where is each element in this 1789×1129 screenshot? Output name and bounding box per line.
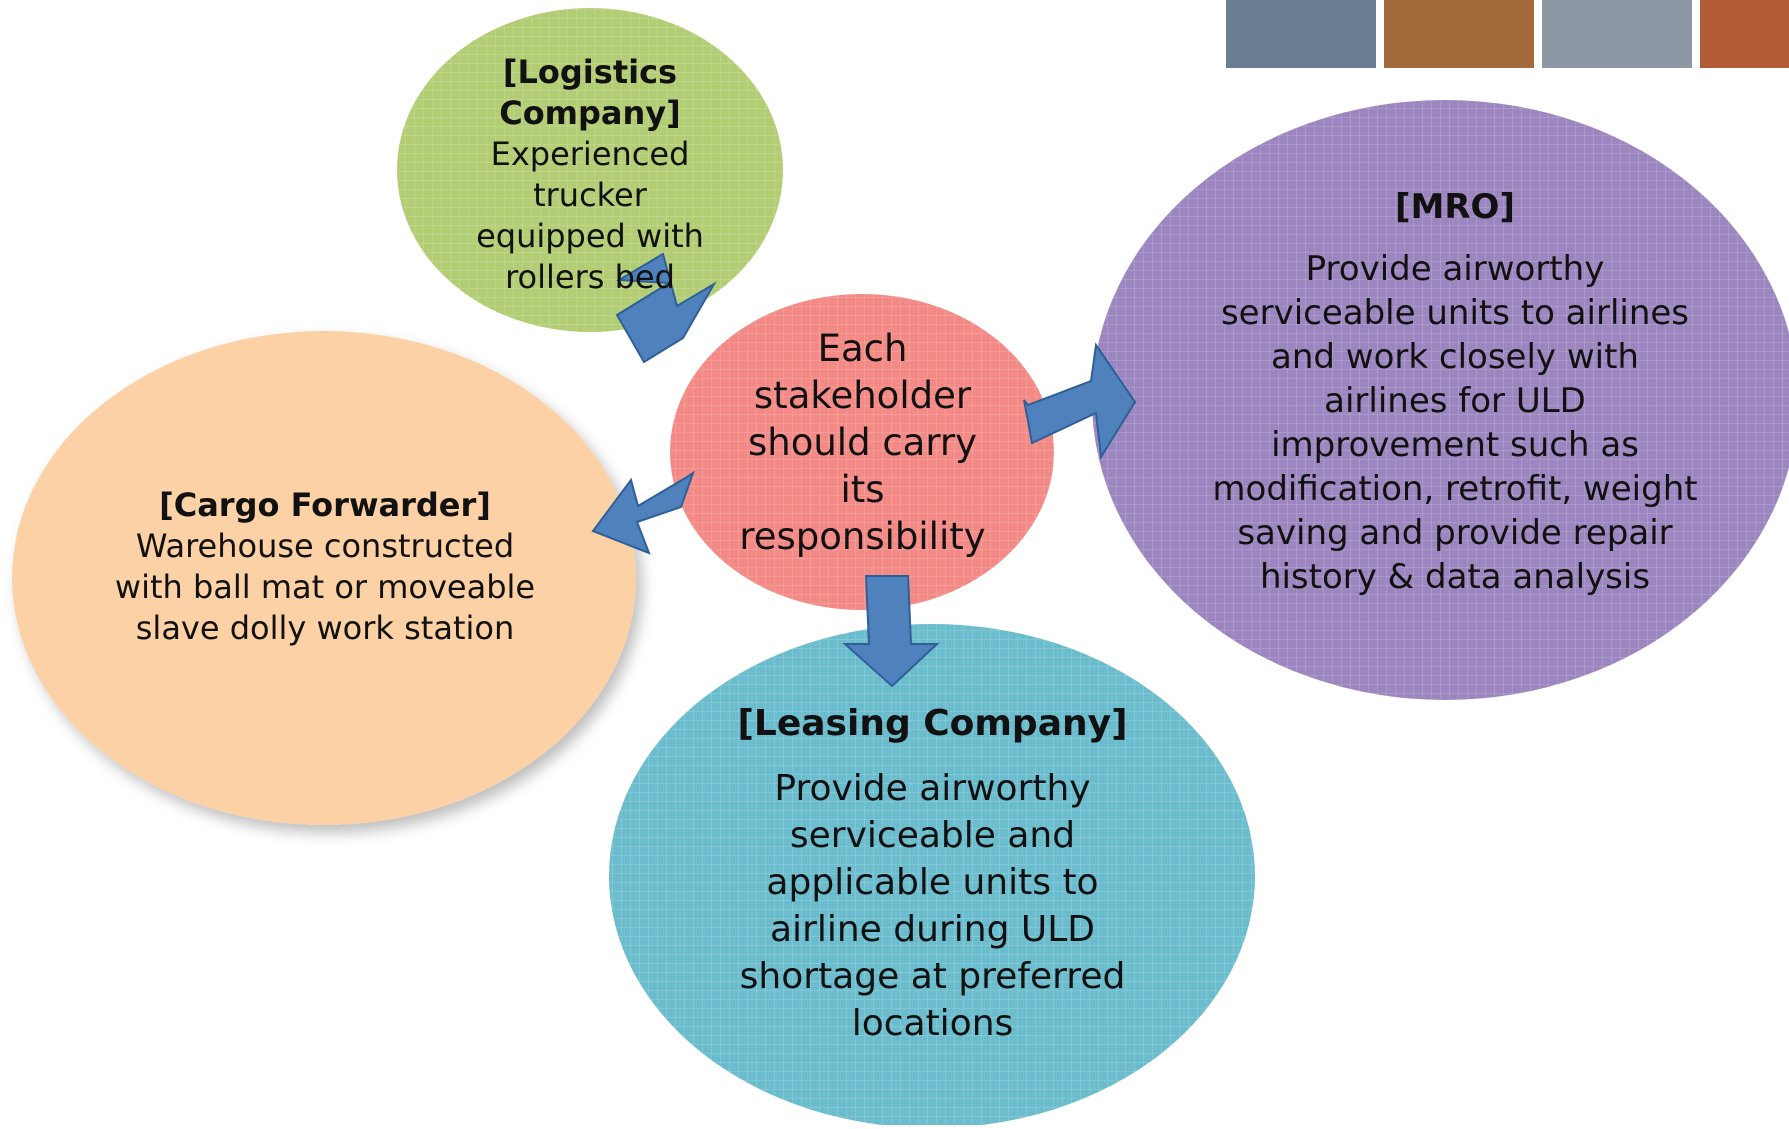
cargo-forwarder-node: [Cargo Forwarder] Warehouse constructed … (90, 485, 560, 655)
leasing-company-title: [Leasing Company] (737, 703, 1128, 744)
photo-cargo-warehouse (1384, 0, 1534, 68)
mro-ellipse (1092, 100, 1789, 700)
photo-uld-containers (1226, 0, 1376, 68)
cargo-forwarder-title: [Cargo Forwarder] (159, 486, 491, 524)
photo-strip (1226, 0, 1789, 68)
center-node: Each stakeholder should carry its respon… (735, 325, 990, 575)
logistics-ellipse (397, 8, 783, 332)
leasing-company-node: [Leasing Company] Provide airworthy serv… (700, 700, 1165, 1050)
center-text: Each stakeholder should carry its respon… (739, 327, 986, 558)
photo-partial (1700, 0, 1789, 68)
photo-uld-workshop (1542, 0, 1692, 68)
leasing-ellipse (609, 624, 1255, 1128)
arrow-to-logistics (615, 252, 717, 364)
mro-title: [MRO] (1395, 187, 1515, 227)
leasing-company-text: Provide airworthy serviceable and applic… (739, 768, 1126, 1044)
cargo-ellipse (12, 331, 636, 825)
arrow-to-leasing (842, 575, 940, 688)
center-ellipse (670, 294, 1054, 610)
logistics-company-title: [Logistics Company] (499, 53, 681, 132)
logistics-company-node: [Logistics Company] Experienced trucker … (435, 45, 745, 305)
logistics-company-text: Experienced trucker equipped with roller… (476, 135, 704, 296)
arrow-to-cargo (591, 470, 695, 555)
mro-node: [MRO] Provide airworthy serviceable unit… (1190, 185, 1720, 615)
cargo-forwarder-text: Warehouse constructed with ball mat or m… (114, 527, 536, 647)
arrow-to-mro (1023, 342, 1137, 460)
mro-text: Provide airworthy serviceable units to a… (1212, 249, 1698, 597)
